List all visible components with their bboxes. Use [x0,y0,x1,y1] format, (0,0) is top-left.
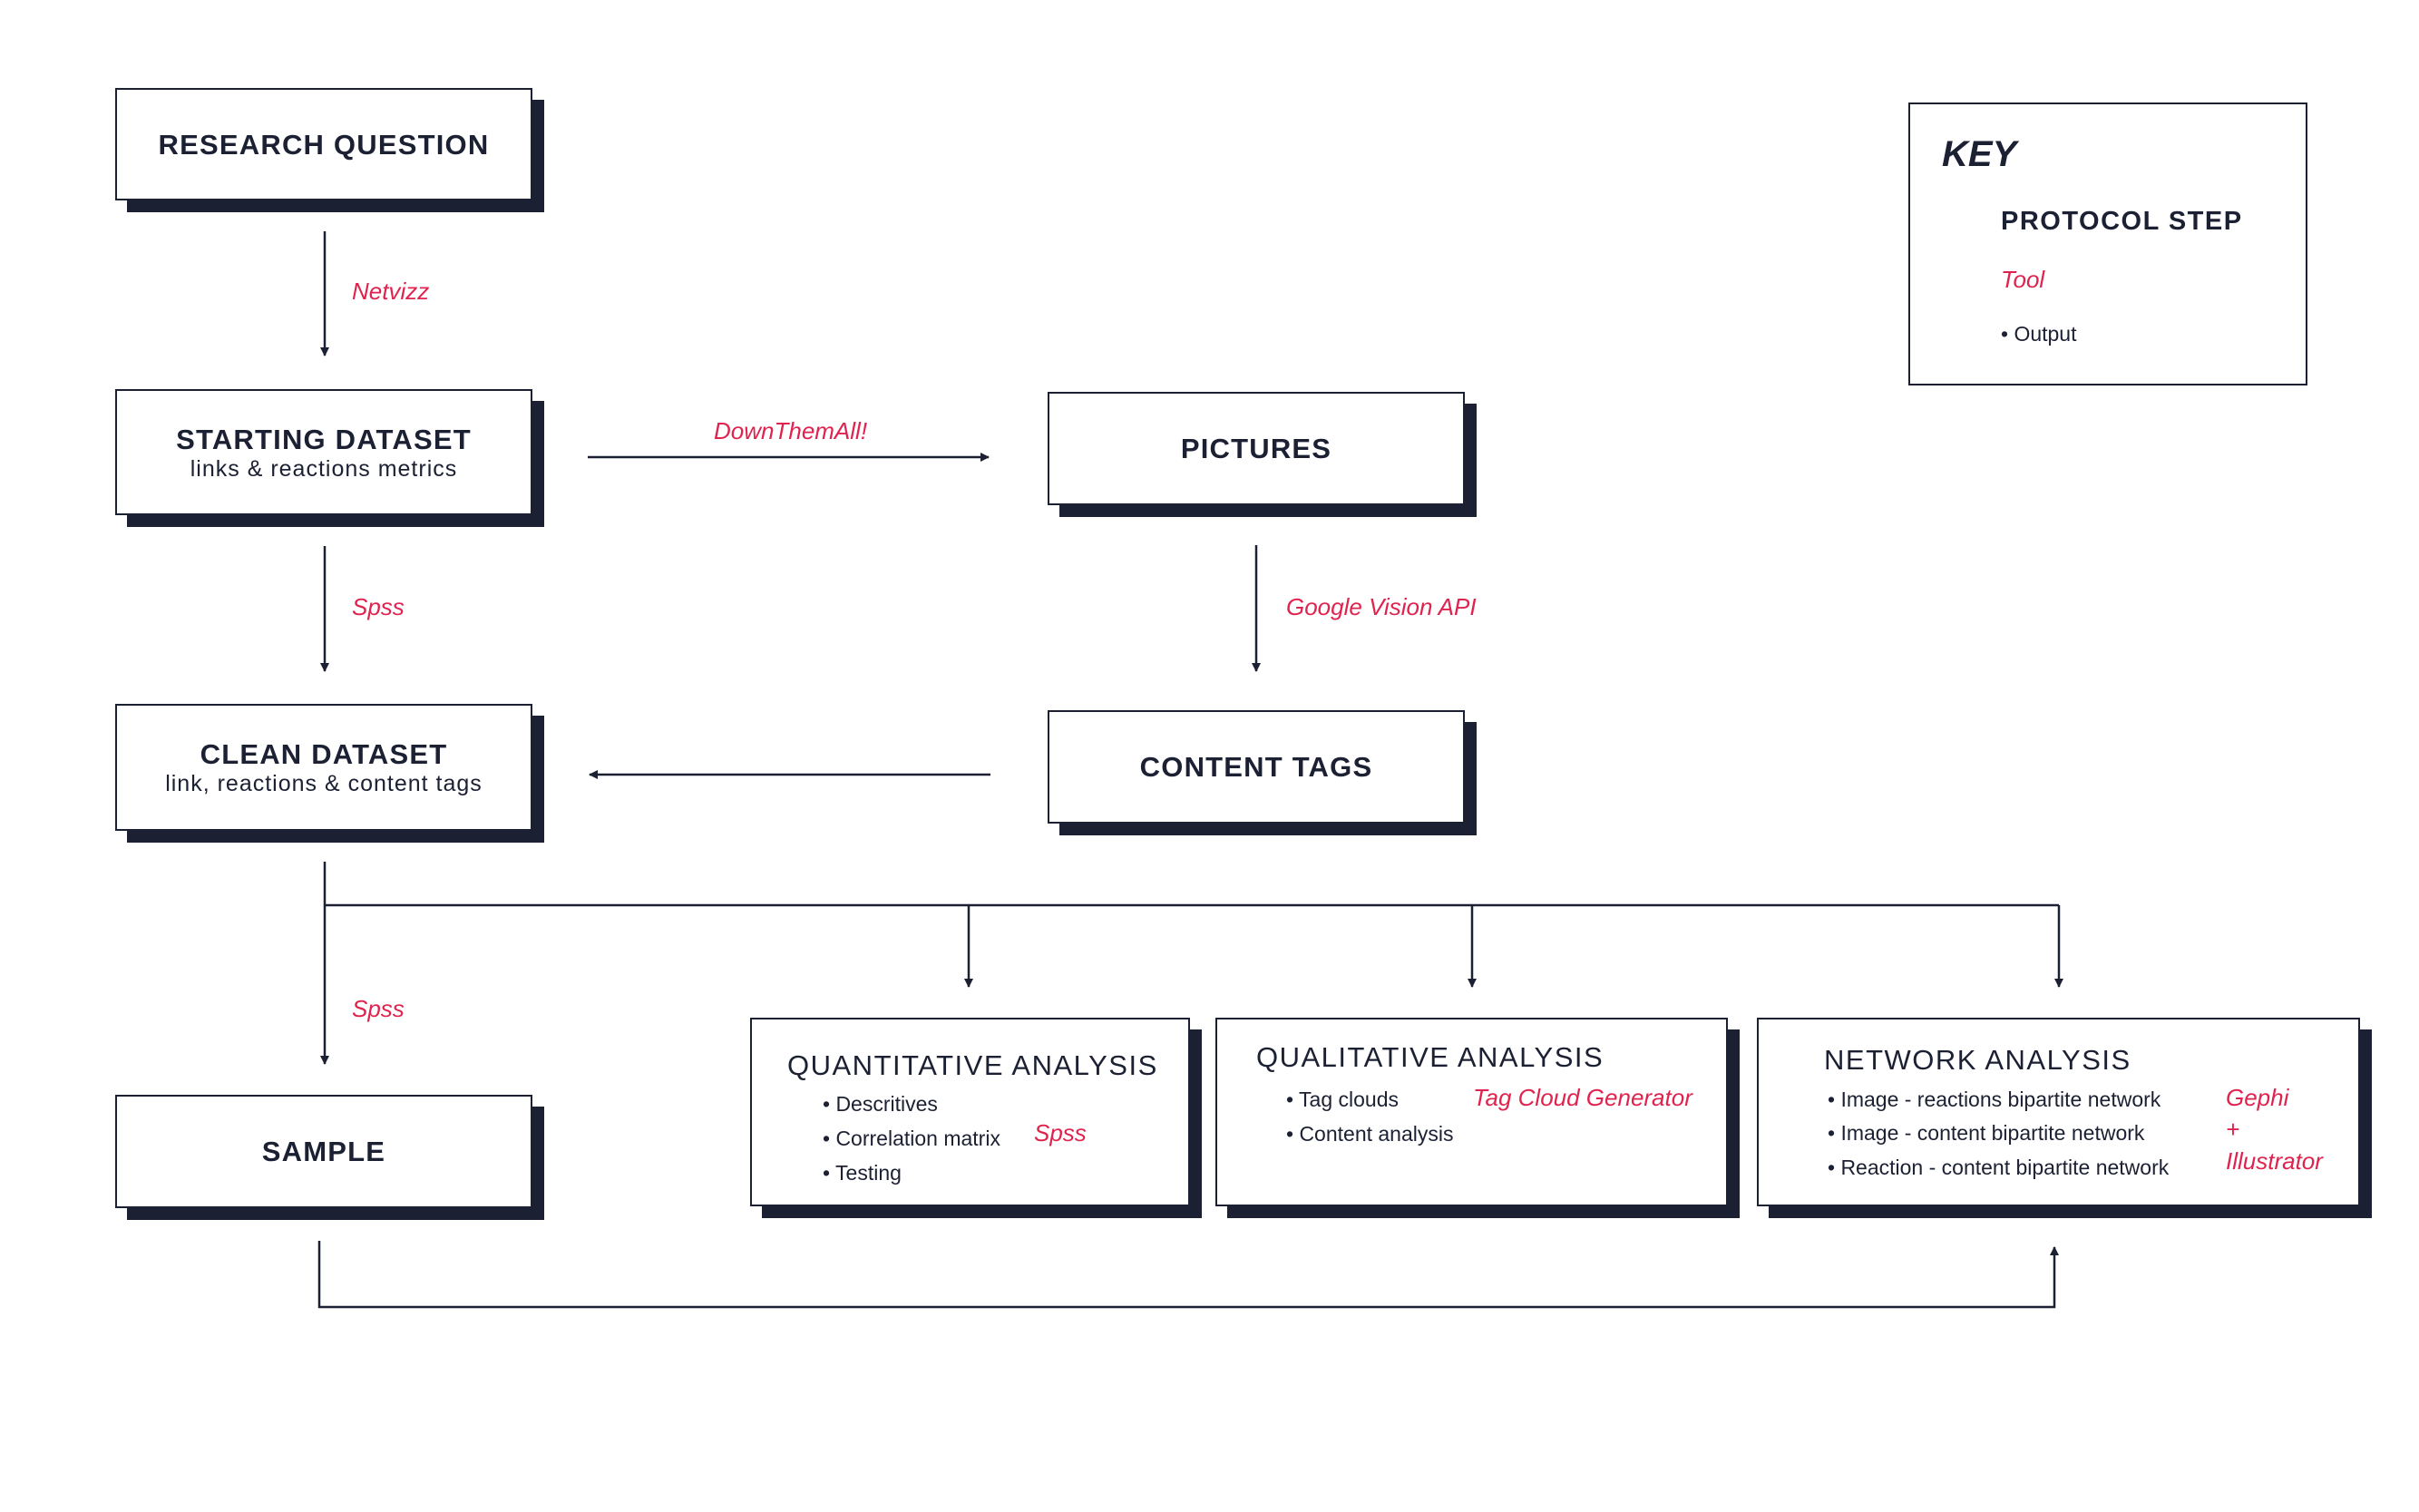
key-protocol-step: PROTOCOL STEP [2001,207,2243,236]
output-item: • Correlation matrix [823,1127,1000,1150]
step-clean-dataset: CLEAN DATASET link, reactions & content … [115,704,532,831]
step-title: PICTURES [1180,433,1332,464]
analysis-tool-line: + [2226,1116,2240,1143]
tool-label-downthemall: DownThemAll! [714,417,868,444]
step-subtitle: link, reactions & content tags [165,771,483,796]
output-item: • Descritives [823,1092,938,1116]
key-output: • Output [2001,322,2077,346]
step-content-tags: CONTENT TAGS [1048,710,1465,824]
analysis-title: QUANTITATIVE ANALYSIS [787,1049,1158,1081]
step-title: RESEARCH QUESTION [158,129,490,161]
analysis-tool: Spss [1034,1119,1087,1146]
step-title: CLEAN DATASET [200,738,448,770]
step-starting-dataset: STARTING DATASET links & reactions metri… [115,389,532,515]
tool-label-google-vision: Google Vision API [1286,593,1477,620]
key-title: KEY [1942,134,2017,174]
analysis-title: QUALITATIVE ANALYSIS [1256,1041,1605,1073]
step-title: STARTING DATASET [176,424,472,455]
step-sample: SAMPLE [115,1095,532,1208]
output-item: • Testing [823,1161,902,1185]
key-tool: Tool [2001,266,2045,293]
tool-label-netvizz: Netvizz [352,278,430,305]
output-item: • Image - content bipartite network [1828,1121,2145,1145]
step-title: SAMPLE [261,1136,386,1167]
key-legend: KEY PROTOCOL STEP Tool • Output [1908,102,2307,385]
arrow-sample-to-network [317,1241,2059,1309]
analysis-tool: Tag Cloud Generator [1473,1084,1692,1111]
step-pictures: PICTURES [1048,392,1465,505]
output-item: • Reaction - content bipartite network [1828,1156,2170,1179]
output-item: • Tag clouds [1286,1088,1399,1111]
analysis-tool-line: Gephi [2226,1084,2289,1111]
output-item: • Content analysis [1286,1122,1454,1146]
output-item: • Image - reactions bipartite network [1828,1088,2161,1111]
analysis-qualitative: QUALITATIVE ANALYSIS • Tag clouds • Cont… [1215,1018,1728,1206]
step-subtitle: links & reactions metrics [190,456,458,482]
tool-label-spss: Spss [352,995,405,1022]
analysis-title: NETWORK ANALYSIS [1824,1044,2131,1076]
step-research-question: RESEARCH QUESTION [115,88,532,200]
analysis-network: NETWORK ANALYSIS • Image - reactions bip… [1757,1018,2360,1206]
step-title: CONTENT TAGS [1139,751,1373,783]
tool-label-spss: Spss [352,593,405,620]
analysis-tool-line: Illustrator [2226,1147,2323,1175]
analysis-quantitative: QUANTITATIVE ANALYSIS • Descritives • Co… [750,1018,1190,1206]
